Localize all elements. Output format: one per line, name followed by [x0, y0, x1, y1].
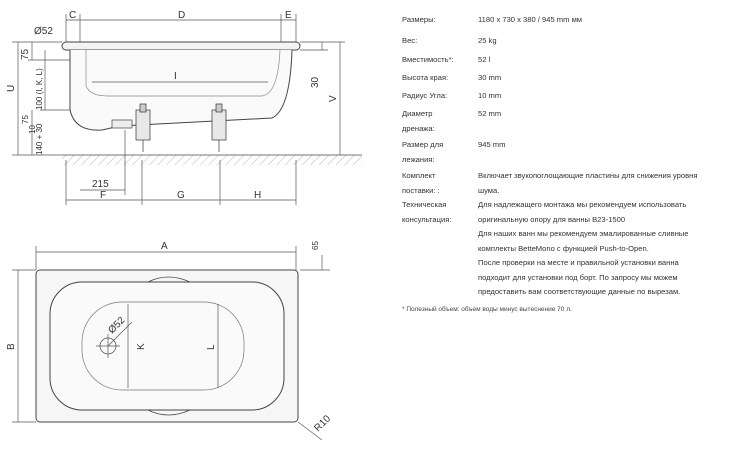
dim-c-label: C [69, 10, 76, 21]
spec-value-line: 25 kg [478, 36, 497, 45]
spec-value: Включает звукопоглощающие пластины для с… [478, 169, 746, 198]
dia-52-label: Ø52 [34, 26, 53, 37]
dim-e-label: E [285, 10, 292, 21]
dim-100-label: 100 (I, K, L) [35, 68, 44, 110]
spec-label: Техническая консультация: [402, 200, 452, 224]
spec-value-line: 52 mm [478, 109, 502, 118]
spec-label: Комплект поставки: : [402, 171, 440, 195]
spec-value-line: подходит для установки под борт. По запр… [478, 272, 678, 282]
technical-drawing: C D E Ø52 I F G H 215 U 75 100 (I, K, L)… [6, 10, 362, 441]
dim-d-label: D [178, 10, 185, 21]
spec-value: 52 l [478, 53, 746, 68]
spec-value: 10 mm [478, 89, 746, 104]
dim-215-label: 215 [92, 179, 109, 190]
top-view [12, 246, 330, 441]
spec-value: 52 mm [478, 107, 746, 122]
spec-value-line: Включает звукопоглощающие пластины для с… [478, 171, 698, 180]
dim-f-label: F [100, 190, 106, 201]
spec-value-line: шума. [478, 185, 500, 195]
spec-label: Вместимость*: [402, 55, 454, 64]
dim-10-label: 10 [28, 125, 37, 134]
spec-value-line: 52 l [478, 55, 491, 64]
spec-value: 945 mm [478, 138, 746, 153]
dim-l-label: L [206, 344, 217, 350]
spec-value-line: предоставить вам соответствующие данные … [478, 287, 681, 296]
spec-value-line: оригинальную опору для ванны B23-1500 [478, 214, 626, 224]
dim-v-label: V [328, 95, 339, 102]
dim-30-label: 30 [310, 76, 321, 88]
spec-value: 30 mm [478, 71, 746, 86]
dim-u-label: U [6, 85, 17, 92]
dim-g-label: G [177, 190, 185, 201]
dim-h-label: H [254, 190, 261, 201]
spec-value-line: комплекты BetteMono с функцией Push-to-O… [478, 243, 649, 253]
spec-value-line: После проверки на месте и правильной уст… [478, 258, 679, 267]
spec-label: Диаметр дренажа: [402, 109, 435, 133]
dim-75-top-label: 75 [20, 48, 31, 60]
spec-label: Высота края: [402, 73, 449, 82]
spec-value: Для надлежащего монтажа мы рекомендуем и… [478, 198, 746, 300]
dim-65-label: 65 [311, 241, 320, 250]
side-view [12, 14, 362, 205]
radius-r10-label: R10 [312, 413, 333, 434]
dim-k-label: K [136, 343, 147, 350]
spec-label: Радиус Угла: [402, 91, 448, 100]
inner-i-label: I [174, 71, 177, 82]
spec-value-line: Для наших ванн мы рекомендуем эмалирован… [478, 229, 689, 238]
dim-75-bottom-label: 75 [21, 115, 30, 124]
spec-value-line: 30 mm [478, 73, 502, 82]
dim-a-label: A [161, 241, 168, 252]
spec-value-line: Для надлежащего монтажа мы рекомендуем и… [478, 200, 687, 209]
spec-value-line: 10 mm [478, 91, 502, 100]
spec-label: Размеры: [402, 15, 436, 24]
dim-140-label: 140 + 30 [35, 123, 44, 155]
spec-label: Размер для лежания: [402, 140, 444, 164]
spec-value-line: 945 mm [478, 140, 506, 149]
spec-value: 1180 x 730 x 380 / 945 mm мм [478, 13, 746, 28]
capacity-footnote: * Полезный объем: объем воды минус вытес… [402, 306, 572, 313]
spec-value-line: 1180 x 730 x 380 / 945 mm мм [478, 15, 583, 24]
spec-label: Вес: [402, 36, 418, 45]
spec-value: 25 kg [478, 34, 746, 49]
dim-b-label: B [6, 343, 17, 350]
